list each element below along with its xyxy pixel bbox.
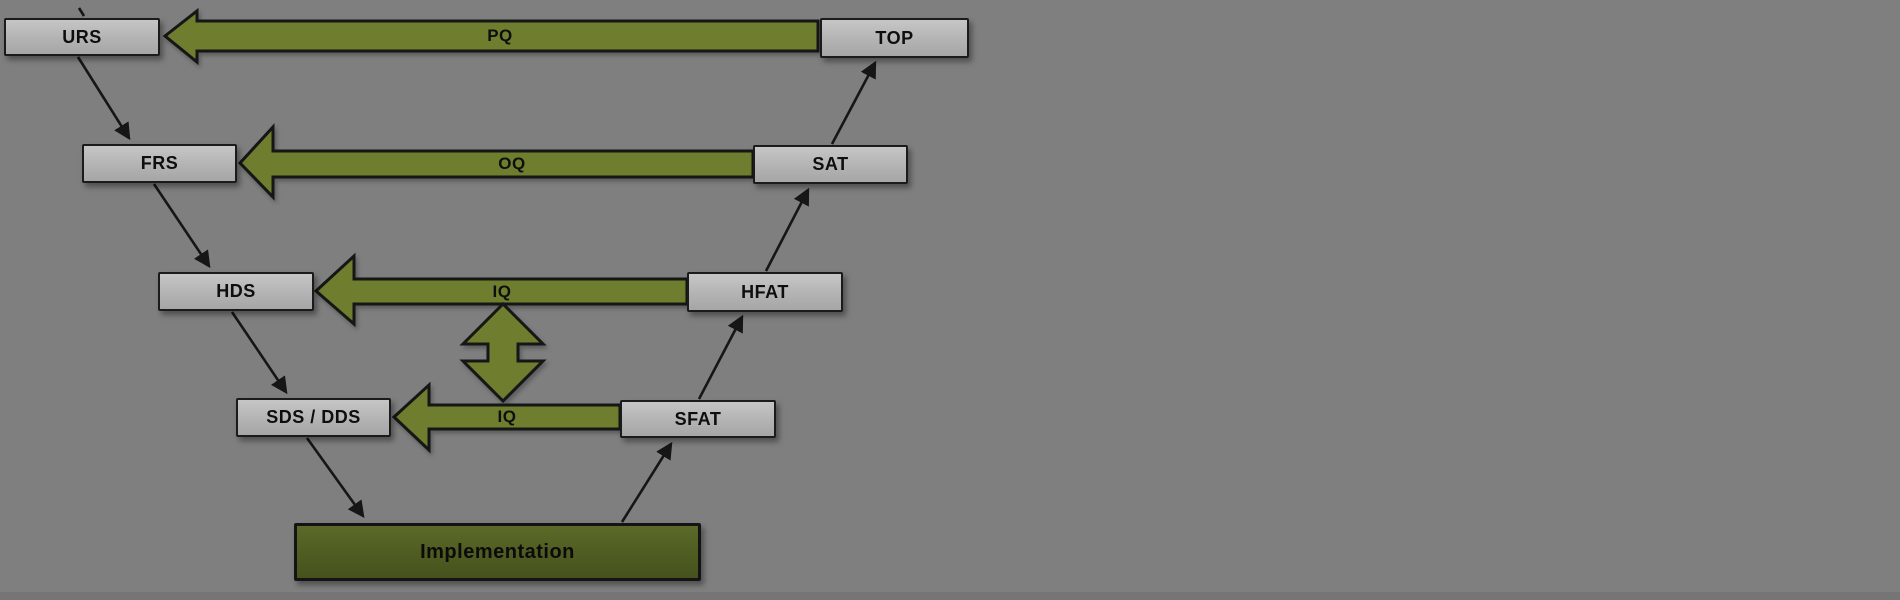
iq-vertical-double-arrow-shape (459, 301, 547, 404)
connector-frs-hds (152, 183, 211, 269)
tick-above-urs (77, 7, 86, 17)
oq-arrow-label: OQ (498, 154, 526, 173)
connector-sat-top (830, 60, 877, 145)
connector-impl-sfat (620, 441, 673, 523)
node-hds: HDS (158, 272, 314, 311)
pq-arrow-shape (162, 7, 820, 66)
node-urs: URS (4, 18, 160, 56)
connector-hds-sds (230, 311, 288, 395)
node-hfat-label: HFAT (741, 281, 789, 302)
qualification-arrows (162, 7, 820, 454)
connector-urs-frs (76, 56, 131, 141)
bottom-shade-strip (0, 592, 1900, 600)
pq-arrow-label: PQ (487, 26, 513, 45)
node-hds-label: HDS (216, 281, 256, 301)
connector-hfat-sat (764, 187, 810, 272)
node-implementation-label: Implementation (420, 540, 575, 563)
node-sat: SAT (753, 145, 908, 184)
node-sfat: SFAT (620, 400, 776, 438)
node-hfat: HFAT (687, 272, 843, 312)
node-top-label: TOP (875, 27, 914, 48)
node-sds-dds-label: SDS / DDS (266, 407, 361, 427)
node-sat-label: SAT (812, 154, 849, 174)
node-frs-label: FRS (140, 153, 179, 173)
node-top: TOP (820, 18, 969, 58)
node-implementation: Implementation (294, 523, 701, 581)
node-urs-label: URS (62, 26, 102, 47)
iq-upper-arrow-label: IQ (492, 282, 512, 301)
node-frs: FRS (82, 144, 237, 183)
iq-lower-arrow-label: IQ (497, 407, 517, 426)
connector-sds-impl (305, 437, 365, 519)
node-sds-dds: SDS / DDS (236, 398, 391, 437)
connector-sfat-hfat (697, 314, 744, 400)
node-sfat-label: SFAT (674, 408, 722, 429)
connector-lines (76, 7, 877, 523)
